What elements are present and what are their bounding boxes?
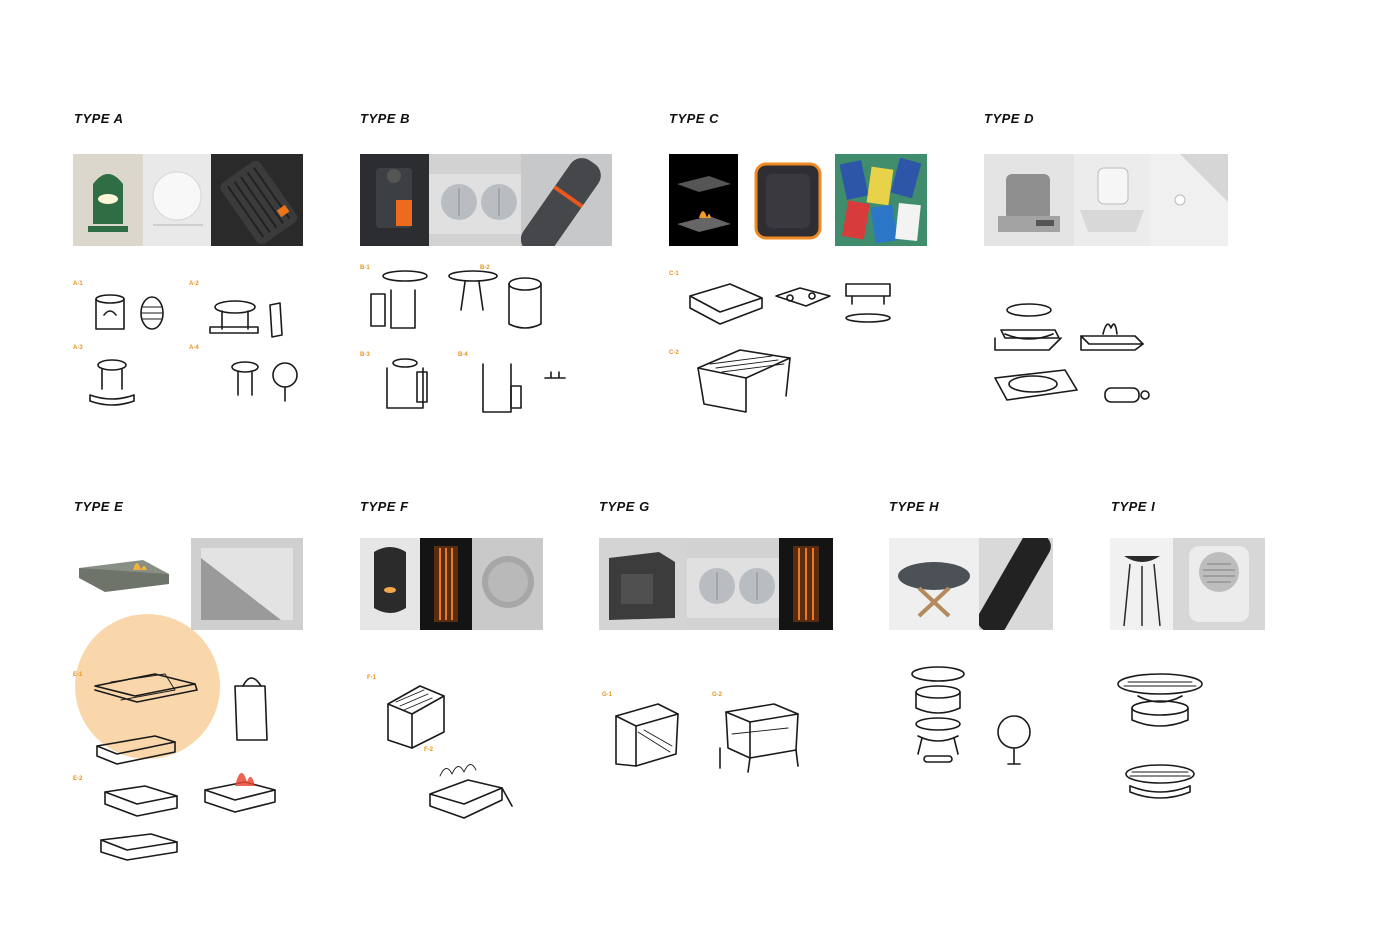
type-d-sketches [994, 303, 1150, 403]
green-lamp-photo [73, 154, 143, 246]
glass-burner-photo [1074, 154, 1150, 246]
type-d-title: TYPE D [984, 111, 1034, 126]
type-b-reference-photos [360, 154, 612, 246]
fire-box-photo [669, 154, 738, 246]
sketch-label: F-1 [367, 675, 376, 681]
bowl-stand-photo [1110, 538, 1173, 630]
colorful-tags-photo [835, 154, 927, 246]
white-disc-photo [143, 154, 211, 246]
sketch-label: B-2 [480, 265, 490, 271]
heater-glow-photo [420, 538, 472, 630]
sketch-label: G-2 [712, 692, 723, 698]
stone-table-photo [889, 538, 979, 630]
type-h-sketches [911, 666, 1031, 765]
wall-light-photo [360, 538, 420, 630]
sketch-label: A-4 [189, 345, 199, 351]
heater-glow-photo [779, 538, 833, 630]
phone-case-photo [211, 154, 303, 246]
sketch-label: G-1 [602, 692, 613, 698]
speaker-grille-photo [1173, 538, 1265, 630]
sketch-label: E-2 [73, 776, 83, 782]
type-c-sketches [689, 283, 891, 413]
type-i-sketches [1117, 673, 1203, 799]
orange-device-photo [360, 154, 429, 246]
round-knob-photo [472, 538, 543, 630]
type-f-sketches [387, 685, 513, 819]
type-h-reference-photos [889, 538, 1053, 630]
cylinder-photo [521, 154, 612, 246]
sketch-label: A-1 [73, 281, 83, 287]
sketch-label: B-4 [458, 352, 468, 358]
black-cylinder-photo [979, 538, 1053, 630]
gray-appliance-photo [984, 154, 1074, 246]
type-a-sketches [89, 294, 298, 406]
type-f-reference-photos [360, 538, 543, 630]
sketch-label: B-3 [360, 352, 370, 358]
type-e-title: TYPE E [74, 499, 124, 514]
sketch-label: E-1 [73, 672, 83, 678]
type-a-reference-photos [73, 154, 303, 246]
type-i-reference-photos [1110, 538, 1265, 630]
sketch-label: A-2 [189, 281, 199, 287]
type-b-sketches [370, 270, 566, 413]
type-i-title: TYPE I [1111, 499, 1156, 514]
type-g-sketches [615, 703, 799, 773]
type-d-reference-photos [984, 154, 1228, 246]
sketch-label: C-1 [669, 271, 679, 277]
white-panel-photo [1150, 154, 1228, 246]
type-e-sketches [94, 673, 276, 861]
hard-drive-photo [749, 154, 824, 246]
sketch-label: A-3 [73, 345, 83, 351]
sketch-label: C-2 [669, 350, 679, 356]
perforated-panel-photo [191, 538, 303, 630]
type-c-title: TYPE C [669, 111, 719, 126]
sketch-label: F-2 [424, 747, 433, 753]
type-g-reference-photos [599, 538, 833, 630]
type-a-title: TYPE A [74, 111, 124, 126]
sketch-label: B-1 [360, 265, 370, 271]
type-h-title: TYPE H [889, 499, 939, 514]
type-g-title: TYPE G [599, 499, 650, 514]
dark-cabinet-photo [599, 538, 687, 630]
type-f-title: TYPE F [360, 499, 409, 514]
type-b-title: TYPE B [360, 111, 410, 126]
type-e-reference-photos [73, 538, 303, 630]
twin-disc-photo [429, 154, 521, 246]
twin-disc-photo [687, 538, 779, 630]
type-c-reference-photos [669, 154, 927, 246]
